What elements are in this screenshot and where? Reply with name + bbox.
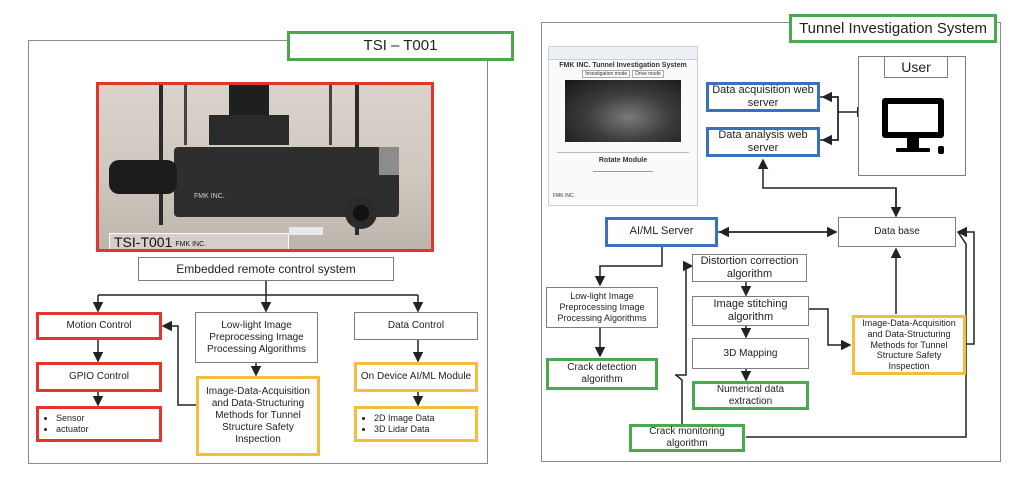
data-control-box: Data Control xyxy=(354,312,478,340)
device-photo: FMK INC. TSI-T001 FMK INC. xyxy=(96,82,434,252)
crack-detection-box: Crack detection algorithm xyxy=(546,358,658,390)
crack-monitoring-box: Crack monitoring algorithm xyxy=(629,424,745,452)
data-types-box: 2D Image Data 3D Lidar Data xyxy=(354,406,478,442)
screenshot-controls-bar xyxy=(557,146,689,153)
data-type-2d: 2D Image Data xyxy=(374,413,435,424)
screenshot-camera-view xyxy=(565,80,681,142)
io-list-box: Sensor actuator xyxy=(36,406,162,442)
right-title: Tunnel Investigation System xyxy=(789,14,997,43)
photo-label-box: TSI-T001 FMK INC. xyxy=(109,233,289,250)
photo-label: TSI-T001 xyxy=(114,234,173,250)
web-ui-screenshot: FMK INC. Tunnel Investigation System Inv… xyxy=(548,46,698,206)
numerical-data-extraction-box: Numerical data extraction xyxy=(692,381,809,410)
image-stitching-box: Image stitching algorithm xyxy=(692,296,809,326)
ai-ml-server-box: AI/ML Server xyxy=(605,217,718,247)
screenshot-rotate-title: Rotate Module xyxy=(598,157,648,164)
on-device-ai-module-box: On Device AI/ML Module xyxy=(354,362,478,392)
data-analysis-server-box: Data analysis web server xyxy=(706,127,820,157)
right-lowlight-algorithms-box: Low-light Image Preprocessing Image Proc… xyxy=(546,287,658,328)
device-brand: FMK INC. xyxy=(194,193,225,200)
screenshot-footer: FMK INC. xyxy=(553,193,575,199)
data-types-list: 2D Image Data 3D Lidar Data xyxy=(360,413,435,435)
user-label: User xyxy=(884,56,948,78)
computer-monitor-icon xyxy=(882,98,944,154)
screenshot-tab-drive: Drive mode xyxy=(632,70,664,78)
screenshot-rotate-slider xyxy=(593,167,653,172)
lowlight-algorithms-box: Low-light Image Preprocessing Image Proc… xyxy=(195,312,318,363)
embedded-remote-control-box: Embedded remote control system xyxy=(138,257,394,281)
io-item-sensor: Sensor xyxy=(56,413,89,424)
io-item-actuator: actuator xyxy=(56,424,89,435)
3d-mapping-box: 3D Mapping xyxy=(692,338,809,369)
io-list: Sensor actuator xyxy=(42,413,89,435)
screenshot-title: FMK INC. Tunnel Investigation System xyxy=(559,62,687,69)
motion-control-box: Motion Control xyxy=(36,312,162,340)
device-illustration xyxy=(109,85,399,235)
photo-label-small: FMK INC. xyxy=(175,241,207,248)
gpio-control-box: GPIO Control xyxy=(36,362,162,392)
distortion-correction-box: Distortion correction algorithm xyxy=(692,254,807,282)
left-title: TSI – T001 xyxy=(287,31,514,61)
data-acquisition-server-box: Data acquisition web server xyxy=(706,82,820,112)
image-data-methods-box: Image-Data-Acquisition and Data-Structur… xyxy=(196,376,320,456)
browser-toolbar xyxy=(549,47,697,60)
database-box: Data base xyxy=(838,217,956,247)
screenshot-tab-investigation: Investigation mode xyxy=(582,70,631,78)
data-type-3d: 3D Lidar Data xyxy=(374,424,435,435)
right-image-data-methods-box: Image-Data-Acquisition and Data-Structur… xyxy=(852,315,966,375)
